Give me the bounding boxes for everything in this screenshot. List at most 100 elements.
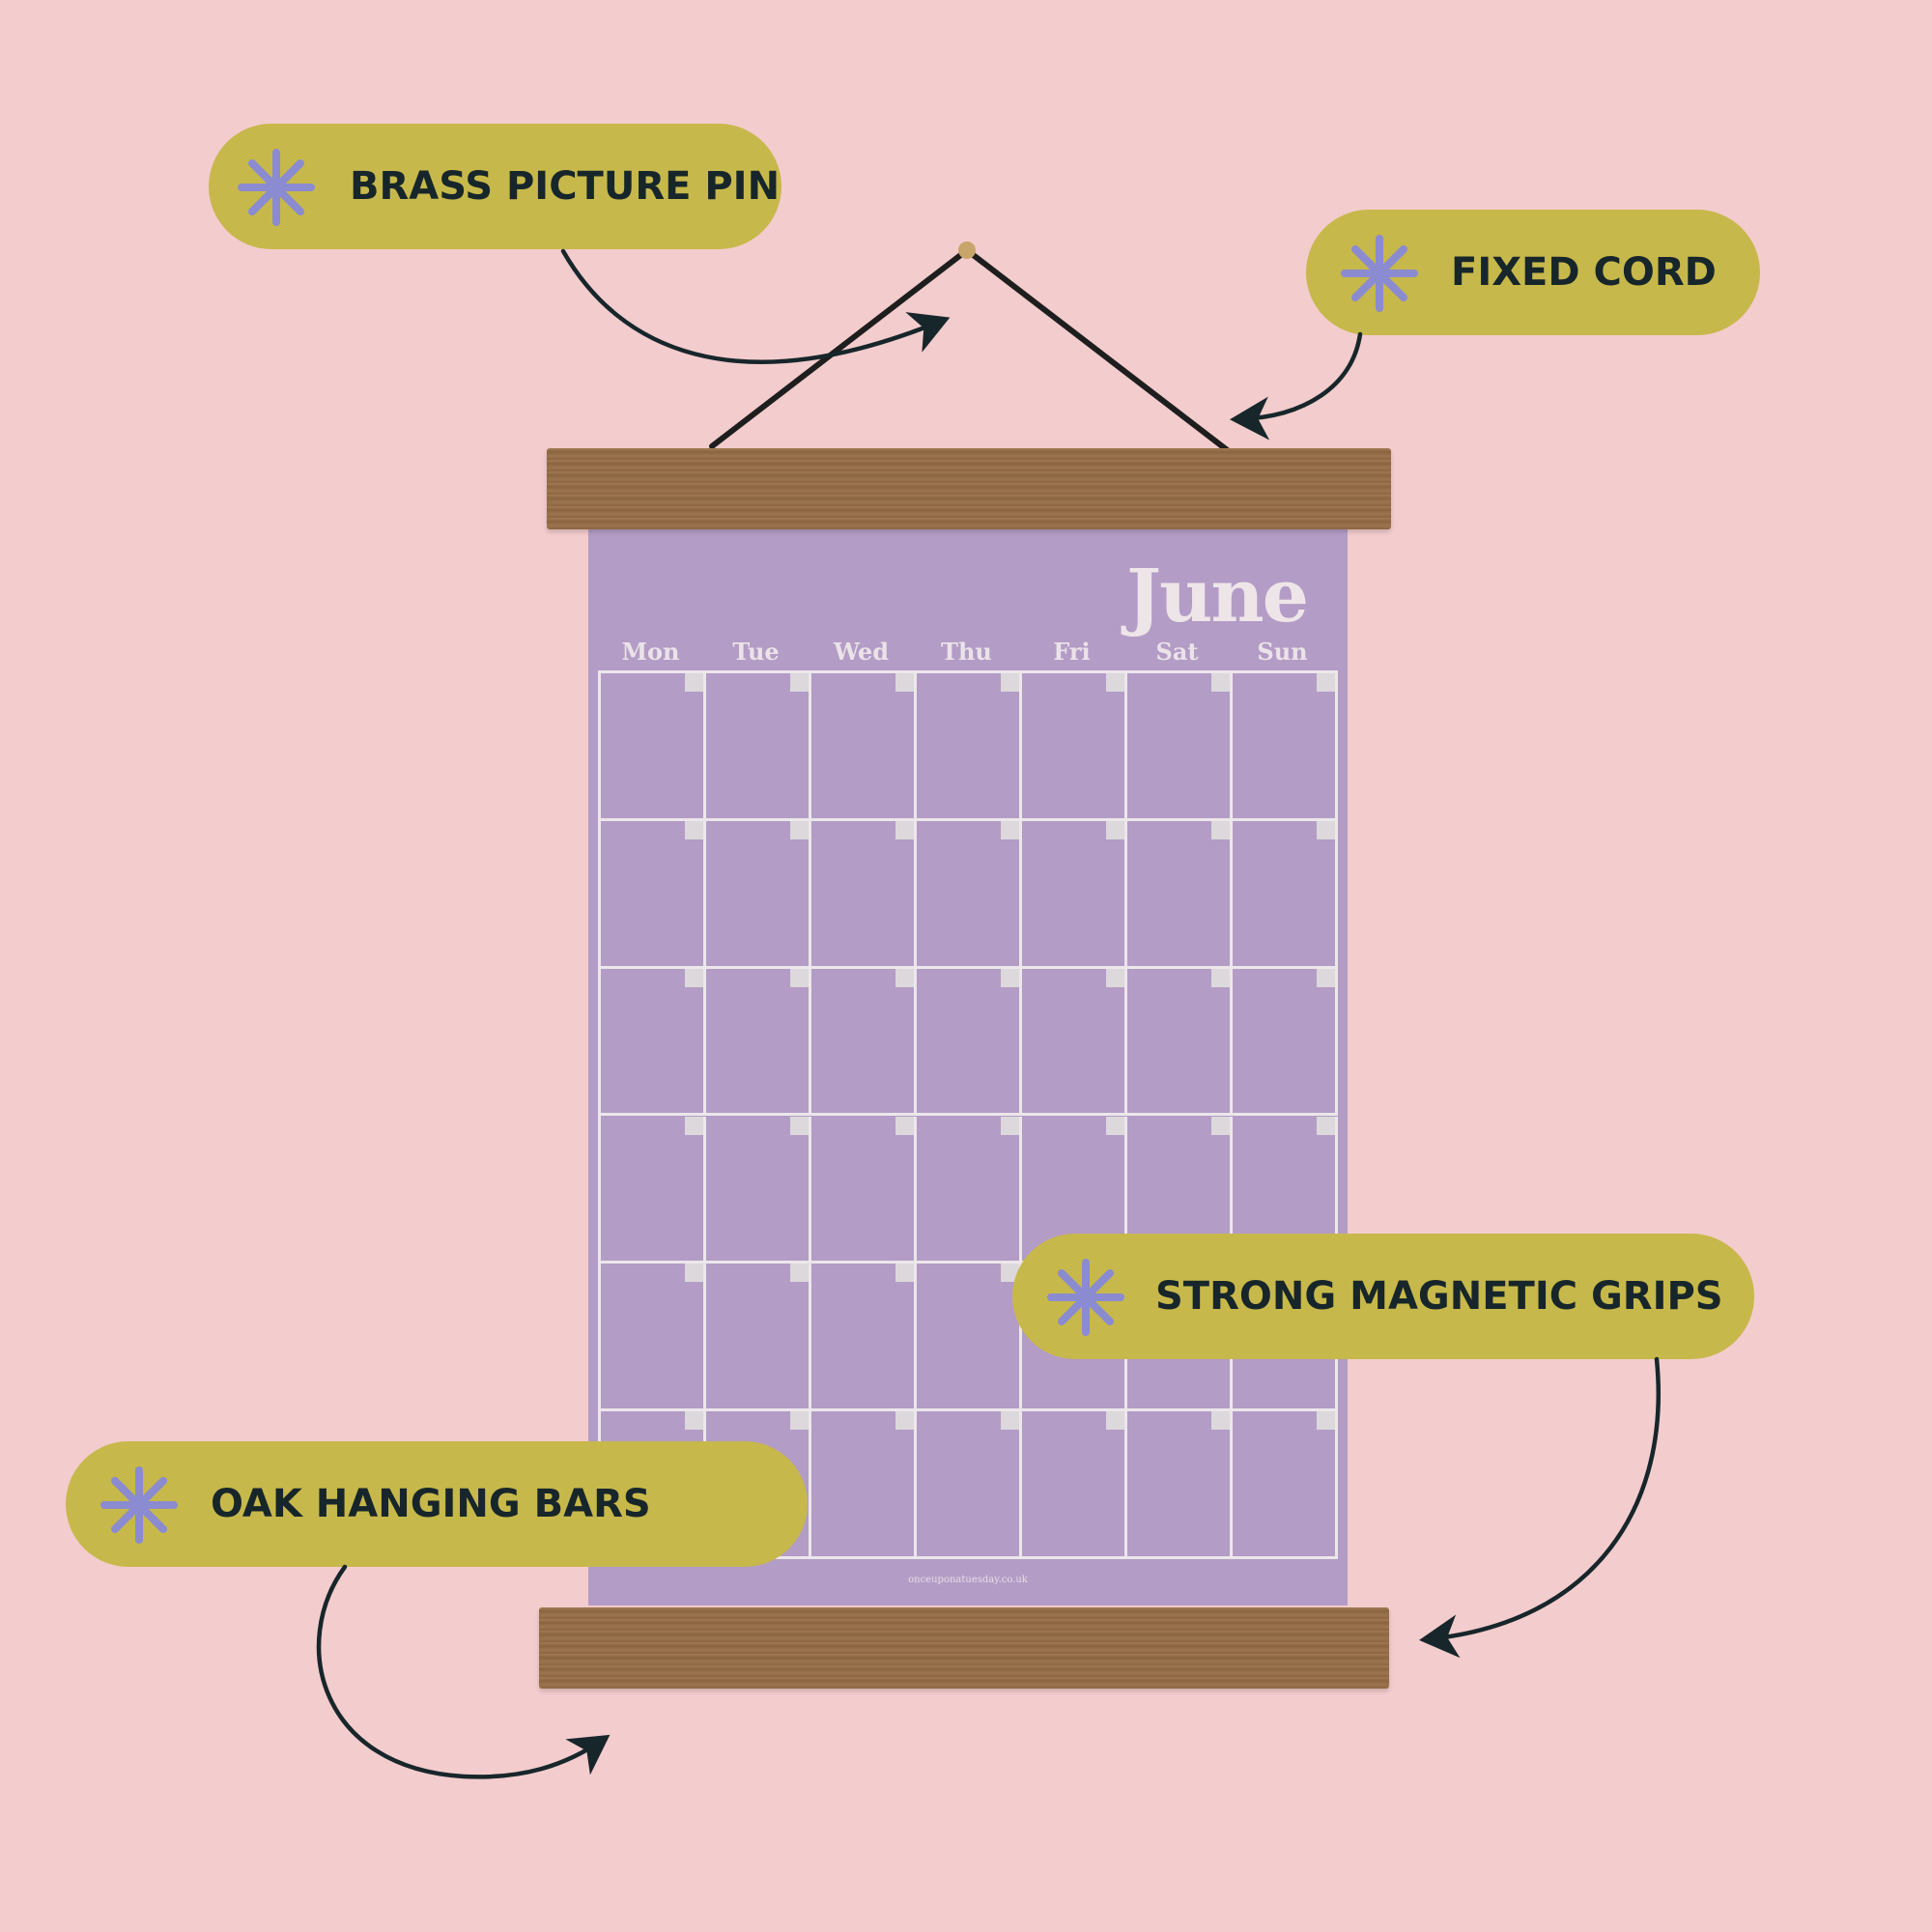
label-oak-hanging-bars: OAK HANGING BARS: [66, 1441, 808, 1567]
label-text: STRONG MAGNETIC GRIPS: [1155, 1274, 1723, 1319]
curved-arrow-icon: [560, 248, 951, 364]
calendar-month: June: [1126, 553, 1309, 639]
date-box: [1211, 673, 1230, 692]
calendar-day-cell: [706, 1116, 811, 1264]
calendar-day-cell: [1233, 968, 1338, 1117]
calendar-day-cell: [706, 1264, 811, 1412]
weekday-header: Mon Tue Wed Thu Fri Sat Sun: [598, 638, 1338, 667]
website-credit: onceuponatuesday.co.uk: [908, 1575, 1028, 1585]
brass-pin-icon: [958, 242, 976, 259]
calendar-day-cell: [1022, 968, 1127, 1117]
date-box: [685, 968, 703, 987]
calendar-day-cell: [917, 820, 1022, 969]
weekday-sat: Sat: [1155, 638, 1199, 666]
date-box: [895, 1116, 914, 1135]
date-box: [790, 1264, 809, 1283]
calendar-day-cell: [917, 673, 1022, 821]
date-box: [895, 1411, 914, 1431]
date-box: [685, 820, 703, 839]
date-box: [1001, 673, 1019, 692]
date-box: [1106, 968, 1124, 987]
calendar-day-cell: [811, 673, 917, 821]
weekday-mon: Mon: [621, 638, 680, 666]
calendar-day-cell: [1233, 1411, 1338, 1559]
date-box: [1106, 820, 1124, 839]
date-box: [790, 968, 809, 987]
calendar-day-cell: [1022, 820, 1127, 969]
calendar-day-cell: [1233, 820, 1338, 969]
date-box: [1106, 1116, 1124, 1135]
date-box: [895, 968, 914, 987]
asterisk-icon: [100, 1466, 178, 1544]
asterisk-icon: [1047, 1259, 1124, 1336]
date-box: [1001, 968, 1019, 987]
calendar-day-cell: [706, 968, 811, 1117]
date-box: [895, 673, 914, 692]
label-text: OAK HANGING BARS: [211, 1482, 651, 1526]
label-text: FIXED CORD: [1451, 250, 1717, 295]
label-text: BRASS PICTURE PIN: [350, 164, 781, 209]
date-box: [1317, 820, 1335, 839]
oak-hanging-bar-top: [547, 448, 1391, 529]
date-box: [685, 1411, 703, 1431]
date-box: [790, 1411, 809, 1431]
curved-arrow-icon: [1419, 1356, 1661, 1659]
calendar-day-cell: [917, 968, 1022, 1117]
date-box: [790, 673, 809, 692]
calendar-day-cell: [601, 1116, 706, 1264]
date-box: [1001, 1116, 1019, 1135]
date-box: [685, 673, 703, 692]
date-box: [1001, 1411, 1019, 1431]
calendar-day-cell: [1127, 820, 1233, 969]
calendar-day-cell: [706, 820, 811, 969]
weekday-tue: Tue: [732, 638, 780, 666]
weekday-thu: Thu: [941, 638, 992, 666]
calendar-day-cell: [917, 1264, 1022, 1412]
weekday-sun: Sun: [1257, 638, 1308, 666]
calendar-day-cell: [601, 820, 706, 969]
oak-hanging-bar-bottom: [539, 1607, 1389, 1689]
date-box: [895, 1264, 914, 1283]
calendar-day-cell: [706, 673, 811, 821]
calendar-day-cell: [811, 968, 917, 1117]
date-box: [1317, 968, 1335, 987]
label-fixed-cord: FIXED CORD: [1306, 210, 1760, 335]
date-box: [1211, 1116, 1230, 1135]
label-brass-picture-pin: BRASS PICTURE PIN: [209, 124, 781, 249]
calendar-day-cell: [811, 1264, 917, 1412]
calendar-day-cell: [1022, 673, 1127, 821]
date-box: [1317, 1116, 1335, 1135]
calendar-grid: [598, 670, 1338, 1559]
date-box: [685, 1264, 703, 1283]
label-strong-magnetic-grips: STRONG MAGNETIC GRIPS: [1012, 1234, 1754, 1359]
calendar-poster: June Mon Tue Wed Thu Fri Sat Sun onceupo…: [588, 529, 1348, 1605]
calendar-day-cell: [1233, 673, 1338, 821]
date-box: [895, 820, 914, 839]
date-box: [1211, 1411, 1230, 1431]
date-box: [790, 820, 809, 839]
date-box: [1317, 1411, 1335, 1431]
calendar-day-cell: [601, 968, 706, 1117]
asterisk-icon: [238, 149, 315, 226]
date-box: [1106, 673, 1124, 692]
calendar-day-cell: [811, 820, 917, 969]
calendar-day-cell: [1022, 1411, 1127, 1559]
calendar-day-cell: [1127, 673, 1233, 821]
calendar-day-cell: [1127, 968, 1233, 1117]
weekday-wed: Wed: [833, 638, 890, 666]
date-box: [1317, 673, 1335, 692]
calendar-day-cell: [1127, 1411, 1233, 1559]
asterisk-icon: [1341, 235, 1418, 312]
calendar-day-cell: [601, 1264, 706, 1412]
calendar-day-cell: [811, 1116, 917, 1264]
calendar-day-cell: [601, 673, 706, 821]
date-box: [1001, 820, 1019, 839]
calendar-day-cell: [917, 1411, 1022, 1559]
date-box: [685, 1116, 703, 1135]
date-box: [1211, 968, 1230, 987]
calendar-day-cell: [811, 1411, 917, 1559]
date-box: [1211, 820, 1230, 839]
date-box: [1106, 1411, 1124, 1431]
weekday-fri: Fri: [1053, 638, 1091, 666]
